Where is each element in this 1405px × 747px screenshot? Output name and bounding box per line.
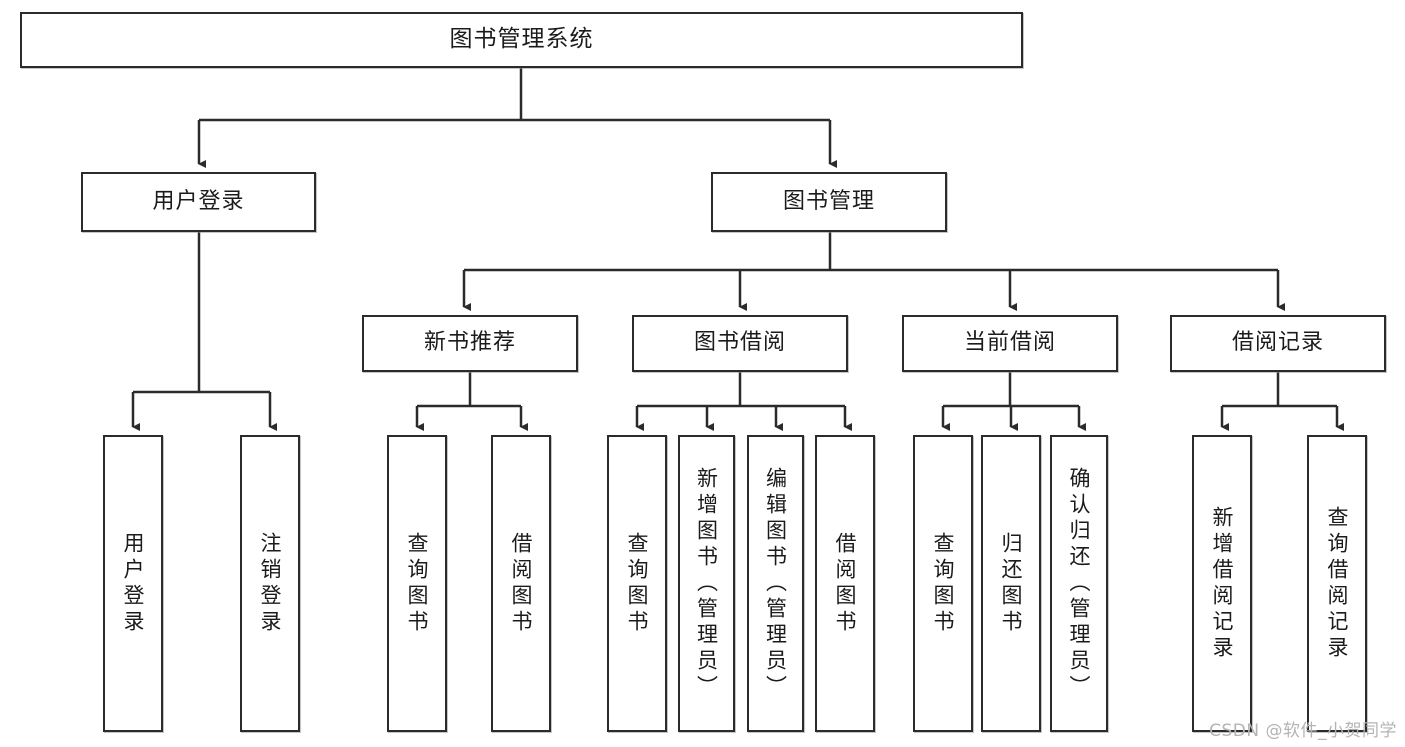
node-label: 当前借阅 — [963, 330, 1056, 356]
node-label: 新书推荐 — [423, 330, 516, 356]
node-label: 新增图书（管理员） — [694, 466, 719, 701]
node-label: 用户登录 — [152, 188, 245, 214]
node-current-borrowing[interactable]: 当前借阅 — [902, 315, 1118, 372]
node-user-login[interactable]: 用户登录 — [81, 172, 316, 232]
node-book-management[interactable]: 图书管理 — [711, 172, 947, 232]
node-leaf-user-login-signin[interactable]: 用户登录 — [103, 435, 163, 732]
node-leaf-borrow-add-book-admin[interactable]: 新增图书（管理员） — [678, 435, 735, 732]
node-label: 归还图书 — [999, 531, 1024, 636]
node-leaf-borrow-edit-book-admin[interactable]: 编辑图书（管理员） — [747, 435, 804, 732]
node-leaf-current-confirm-return-admin[interactable]: 确认归还（管理员） — [1050, 435, 1108, 732]
node-label: 图书借阅 — [693, 330, 786, 356]
node-leaf-new-book-borrow[interactable]: 借阅图书 — [491, 435, 551, 732]
node-label: 借阅图书 — [509, 531, 534, 636]
node-label: 借阅图书 — [833, 531, 858, 636]
node-label: 图书管理系统 — [449, 26, 594, 53]
node-root-book-management-system[interactable]: 图书管理系统 — [20, 12, 1023, 68]
node-book-borrowing[interactable]: 图书借阅 — [632, 315, 848, 372]
node-leaf-current-return-book[interactable]: 归还图书 — [981, 435, 1041, 732]
node-new-book-recommendation[interactable]: 新书推荐 — [362, 315, 578, 372]
node-leaf-records-query-record[interactable]: 查询借阅记录 — [1307, 435, 1367, 732]
node-label: 确认归还（管理员） — [1067, 466, 1092, 701]
node-leaf-borrow-query-book[interactable]: 查询图书 — [607, 435, 667, 732]
node-label: 注销登录 — [258, 531, 283, 636]
node-borrowing-records[interactable]: 借阅记录 — [1170, 315, 1386, 372]
node-label: 图书管理 — [782, 188, 875, 214]
node-label: 编辑图书（管理员） — [763, 466, 788, 701]
node-leaf-records-add-record[interactable]: 新增借阅记录 — [1192, 435, 1252, 732]
node-label: 新增借阅记录 — [1210, 505, 1235, 662]
node-label: 查询图书 — [931, 531, 956, 636]
node-label: 查询借阅记录 — [1325, 505, 1350, 662]
node-label: 借阅记录 — [1231, 330, 1324, 356]
node-label: 查询图书 — [625, 531, 650, 636]
node-label: 用户登录 — [121, 531, 146, 636]
node-leaf-borrow-borrow-book[interactable]: 借阅图书 — [815, 435, 875, 732]
node-leaf-current-query-book[interactable]: 查询图书 — [913, 435, 973, 732]
node-leaf-new-book-query[interactable]: 查询图书 — [387, 435, 447, 732]
node-label: 查询图书 — [405, 531, 430, 636]
csdn-watermark: CSDN @软件_小贺同学 — [1209, 721, 1397, 741]
node-leaf-user-login-signout[interactable]: 注销登录 — [240, 435, 300, 732]
